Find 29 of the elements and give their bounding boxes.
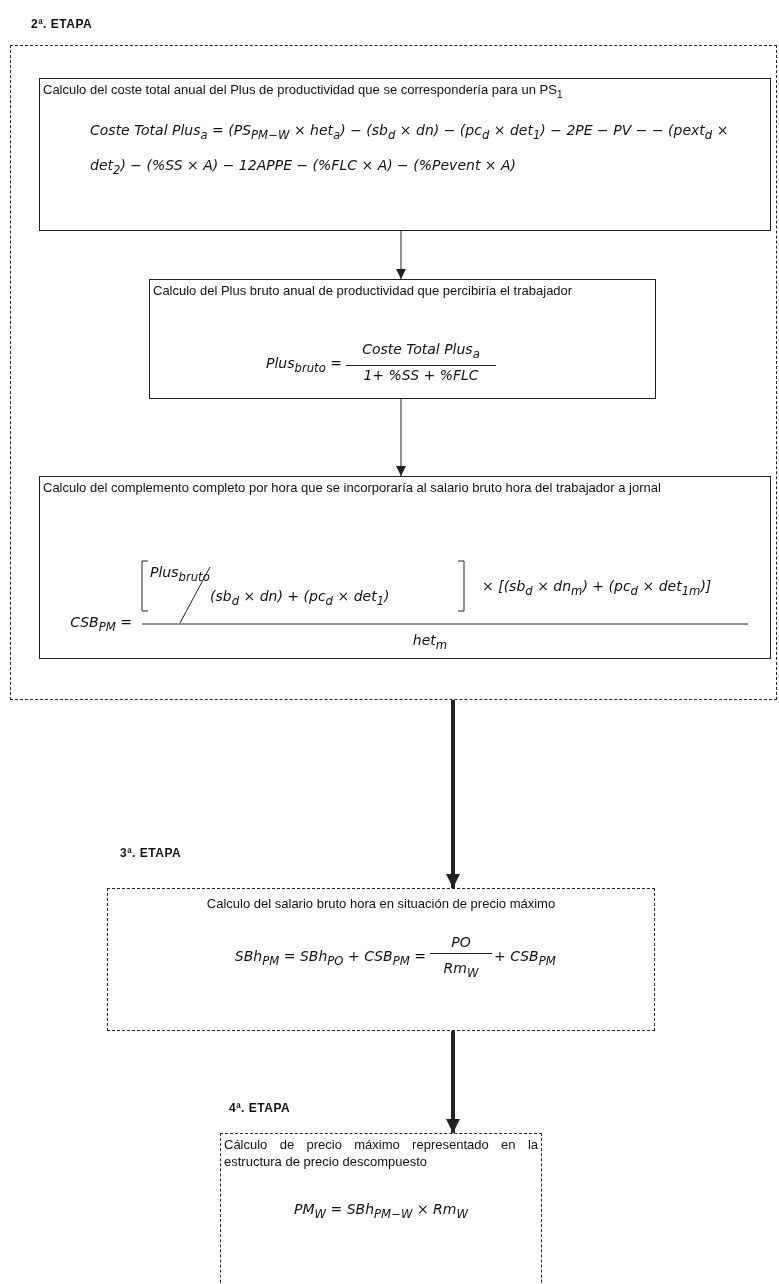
formula: SBh$_{PM}$ = SBh$_{PO}$ + CSB$_{PM}$ = <box>233 947 426 970</box>
formula: Coste Total Plus$_{a}$ = (PS$_{PM−W}$ × het$_{a}$) − (sb$_{d}$ × dn) − (pc$_{d}$ × det$_{1}$) − 2PE − PV − − (pext$_{d}$ × det$_{2}$) − (%SS × A) − 12APPE − (%FLC × A) − (%Pevent × A) <box>90 121 730 179</box>
step-description: Calculo del Plus bruto anual de productividad que percibiría el trabajador <box>153 282 574 299</box>
arrow <box>396 230 406 280</box>
process-box <box>39 476 771 659</box>
stage-heading: 4ª. ETAPA <box>229 1100 291 1117</box>
arrow <box>396 398 406 477</box>
step-description: Calculo del salario bruto hora en situación de precio máximo <box>205 895 557 912</box>
formula-denominator: het$_{m}$ <box>411 631 449 654</box>
arrow <box>446 1031 460 1133</box>
formula-denominator: 1+ %SS + %FLC <box>362 366 480 385</box>
formula-denominator: Rm$_{W}$ <box>442 959 480 982</box>
formula-numerator: Coste Total Plus$_{a}$ <box>346 338 496 366</box>
process-box <box>149 279 656 399</box>
step-description: Calculo del complemento completo por hora que se incorporaría al salario bruto hora del trabajador a jornal <box>43 479 662 496</box>
formula-denominator: (sb$_{d}$ × dn) + (pc$_{d}$ × det$_{1}$) <box>210 587 390 610</box>
step-description: Calculo del coste total anual del Plus de productividad que se correspondería para un PS$_{1}$ <box>43 81 564 102</box>
formula: + CSB$_{PM}$ <box>494 947 556 970</box>
stage-heading: 2ª. ETAPA <box>31 16 93 33</box>
process-box <box>39 78 771 231</box>
arrow <box>446 700 460 888</box>
formula-numerator: Plus$_{bruto}$ <box>150 563 210 586</box>
stage-heading: 3ª. ETAPA <box>120 845 182 862</box>
formula: CSB$_{PM}$ = <box>69 613 132 636</box>
step-description: Cálculo de precio máximo representado en la estructura de precio descompuesto <box>224 1136 538 1170</box>
formula: PM$_{W}$ = SBh$_{PM−W}$ × Rm$_{W}$ <box>293 1200 470 1223</box>
formula-numerator: PO <box>430 931 492 954</box>
formula: Plus$_{bruto}$ = <box>265 354 342 377</box>
formula: × [(sb$_{d}$ × dn$_{m}$) + (pc$_{d}$ × det$_{1m}$)] <box>482 577 712 600</box>
